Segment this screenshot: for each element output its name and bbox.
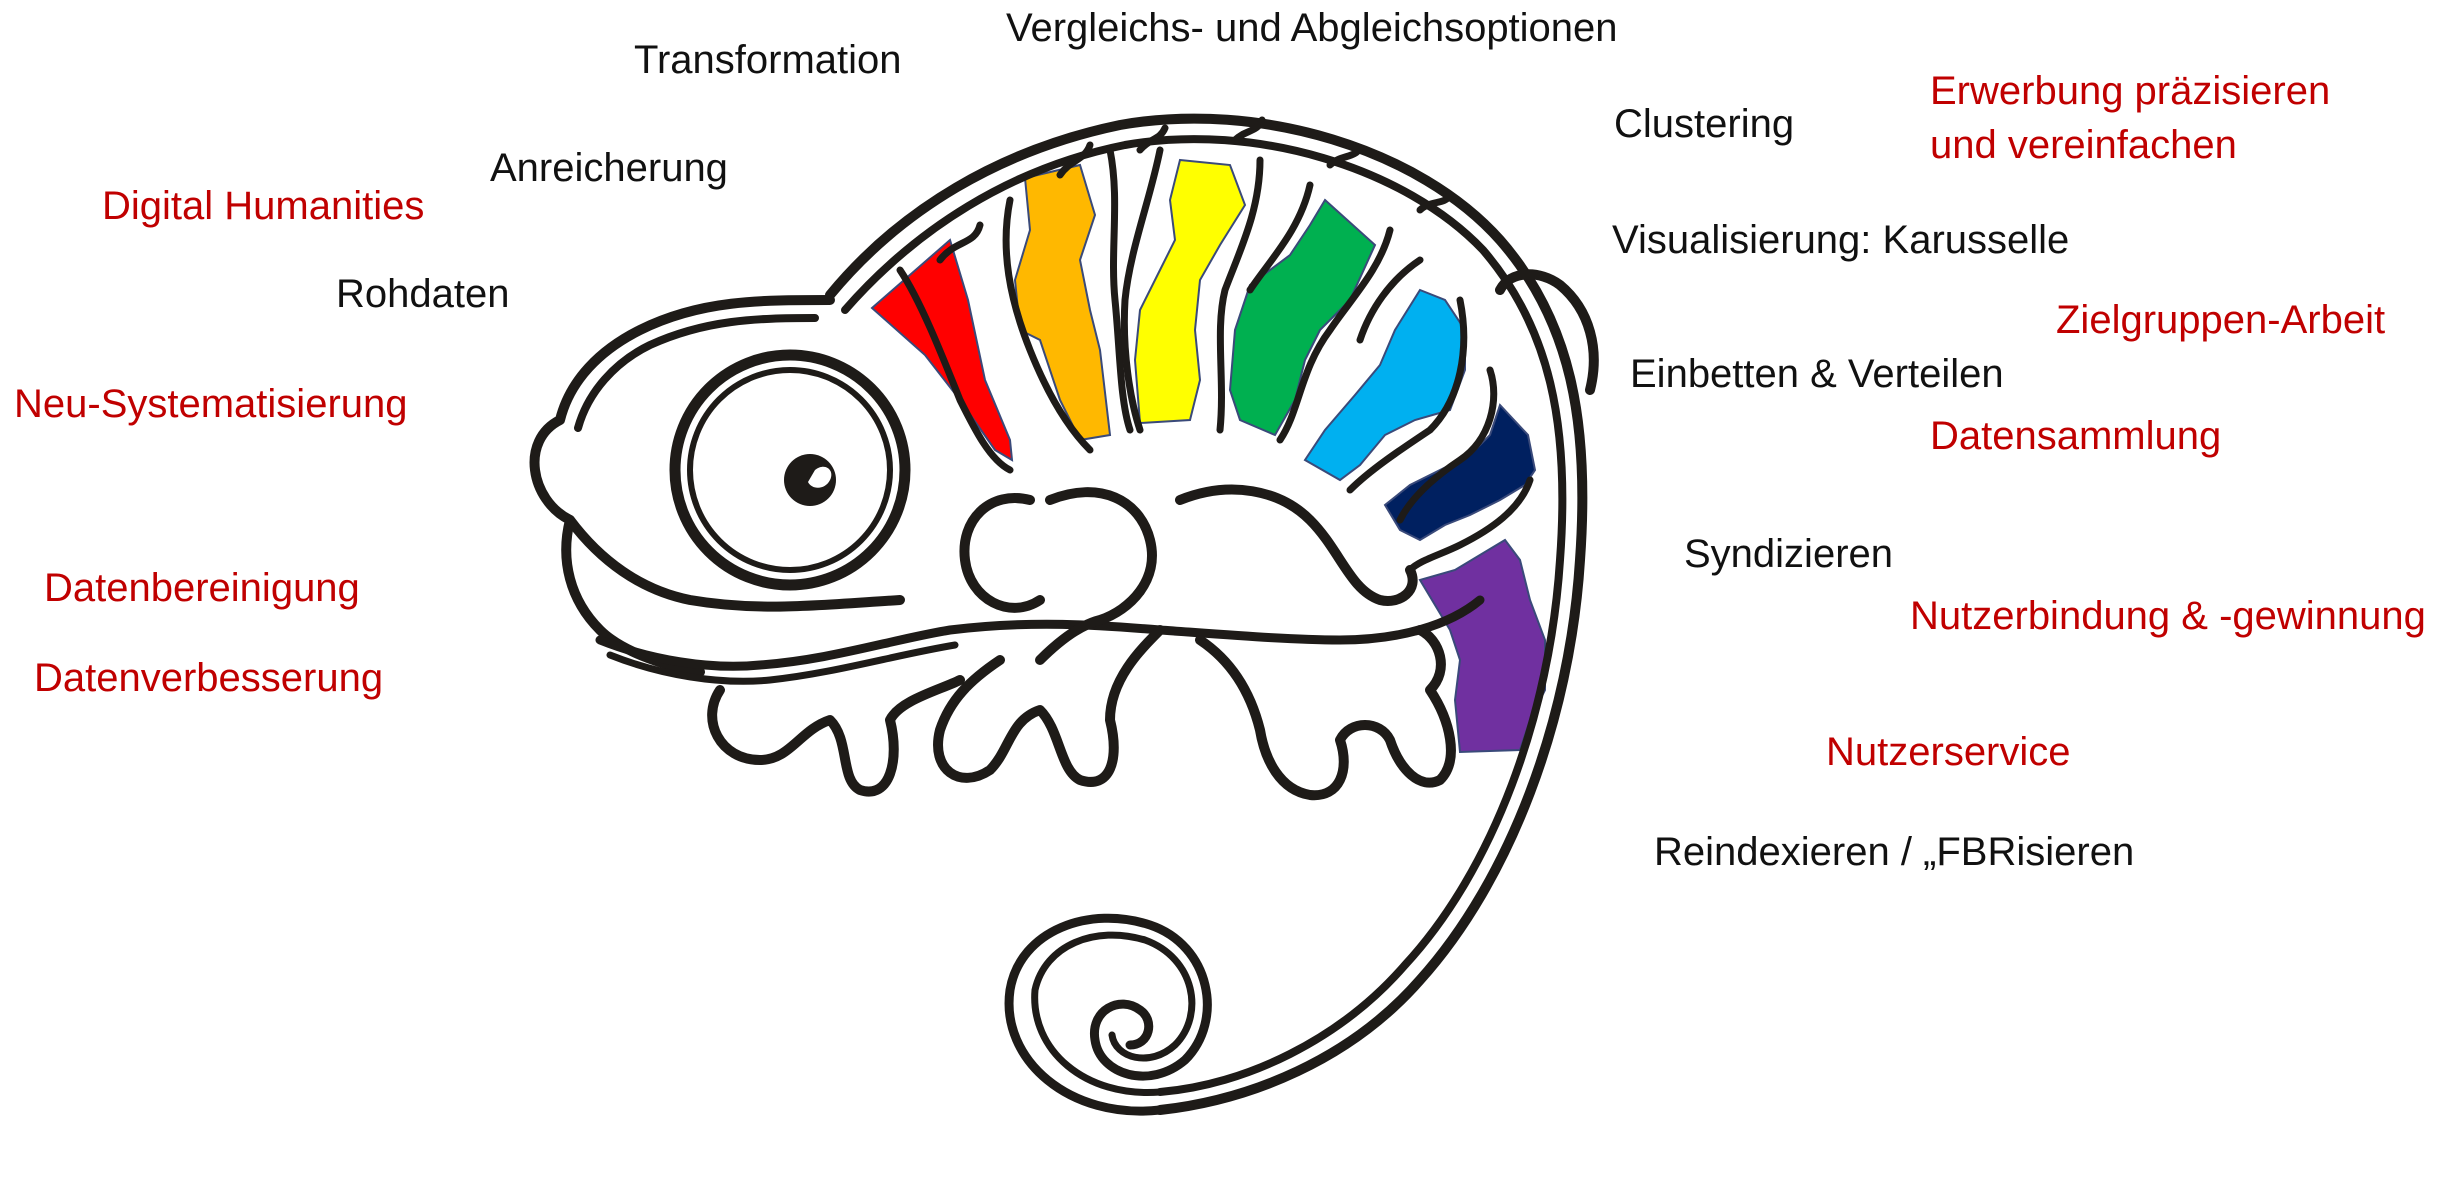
label-neu-systematisierung: Neu-Systematisierung — [14, 382, 408, 426]
color-stripes — [870, 158, 1546, 754]
label-zielgruppen: Zielgruppen-Arbeit — [2056, 298, 2386, 342]
label-vergleichs: Vergleichs- und Abgleichsoptionen — [1006, 6, 1618, 50]
label-reindexieren: Reindexieren / „FBRisieren — [1654, 830, 2135, 874]
label-syndizieren: Syndizieren — [1684, 532, 1894, 576]
label-nutzerbindung: Nutzerbindung & -gewinnung — [1910, 594, 2426, 638]
label-digital-humanities: Digital Humanities — [102, 184, 425, 228]
label-erwerbung: Erwerbung präzisieren und vereinfachen — [1930, 69, 2331, 167]
stripe-yellow — [1133, 158, 1247, 425]
label-datenverbesserung: Datenverbesserung — [34, 656, 384, 700]
label-nutzerservice: Nutzerservice — [1826, 730, 2071, 774]
label-clustering: Clustering — [1614, 102, 1795, 146]
eye — [669, 349, 911, 591]
label-visualisierung: Visualisierung: Karusselle — [1612, 218, 2070, 262]
label-datensammlung: Datensammlung — [1930, 414, 2222, 458]
label-datenbereinigung: Datenbereinigung — [44, 566, 360, 610]
label-einbetten: Einbetten & Verteilen — [1630, 352, 2004, 396]
label-anreicherung: Anreicherung — [490, 146, 728, 190]
stripe-orange — [1013, 163, 1112, 442]
label-transformation: Transformation — [634, 38, 902, 82]
stripe-navy — [1383, 403, 1537, 542]
label-rohdaten: Rohdaten — [336, 272, 510, 316]
body-outline — [529, 113, 1599, 1116]
